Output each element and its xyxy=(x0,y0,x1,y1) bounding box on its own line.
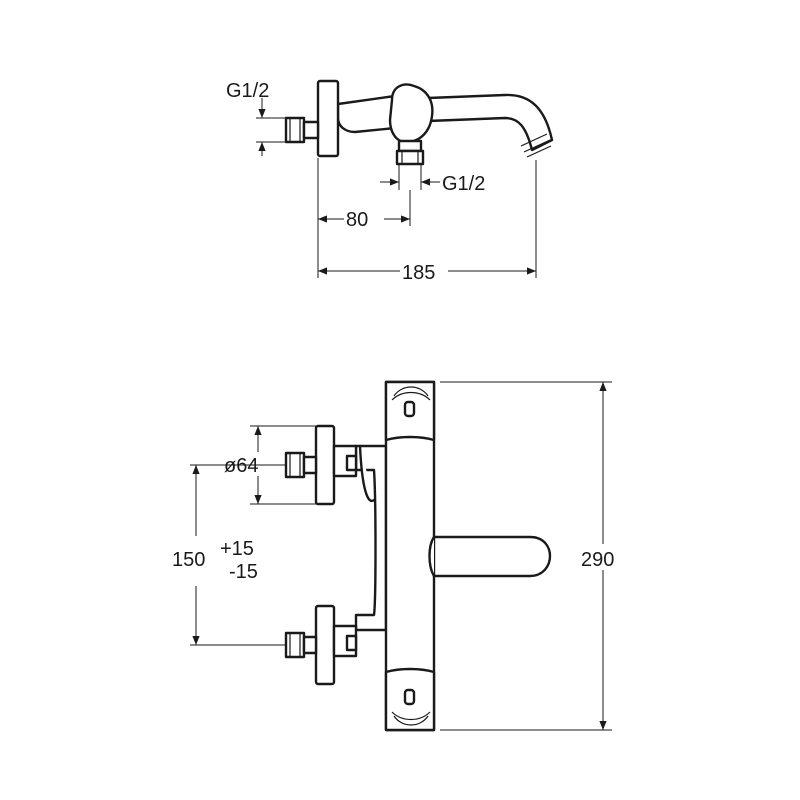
wall-rosette-side xyxy=(316,79,340,158)
dim-tol-minus-label: -15 xyxy=(229,561,258,583)
dim-185-label: 185 xyxy=(402,262,435,284)
dim-diameter-label: ø64 xyxy=(224,455,258,477)
outlet-connector xyxy=(397,139,423,153)
dim-290-label: 290 xyxy=(581,549,614,571)
outlet-thread-label: G1/2 xyxy=(442,173,485,195)
upper-inlet-connector xyxy=(284,451,306,479)
bottom-handle-marker xyxy=(403,688,416,706)
lower-rosette xyxy=(314,604,336,686)
spout xyxy=(426,93,554,152)
inlet-connector-side xyxy=(284,116,306,144)
inlet-thread-label: G1/2 xyxy=(226,80,269,102)
spout-front xyxy=(432,535,552,578)
lower-inlet-connector xyxy=(284,631,306,659)
connecting-pipe xyxy=(354,444,388,632)
upper-rosette xyxy=(314,424,336,506)
dim-80-label: 80 xyxy=(346,209,368,231)
top-handle-marker xyxy=(403,400,416,418)
front-view: ø64 150 +15 -15 290 xyxy=(170,380,630,732)
dim-150-label: 150 xyxy=(172,549,205,571)
side-view: G1/2 G1/2 80 185 xyxy=(226,79,554,284)
diverter-knob xyxy=(388,83,434,144)
mixer-body-side xyxy=(336,94,397,134)
dim-tol-plus-label: +15 xyxy=(220,538,254,560)
